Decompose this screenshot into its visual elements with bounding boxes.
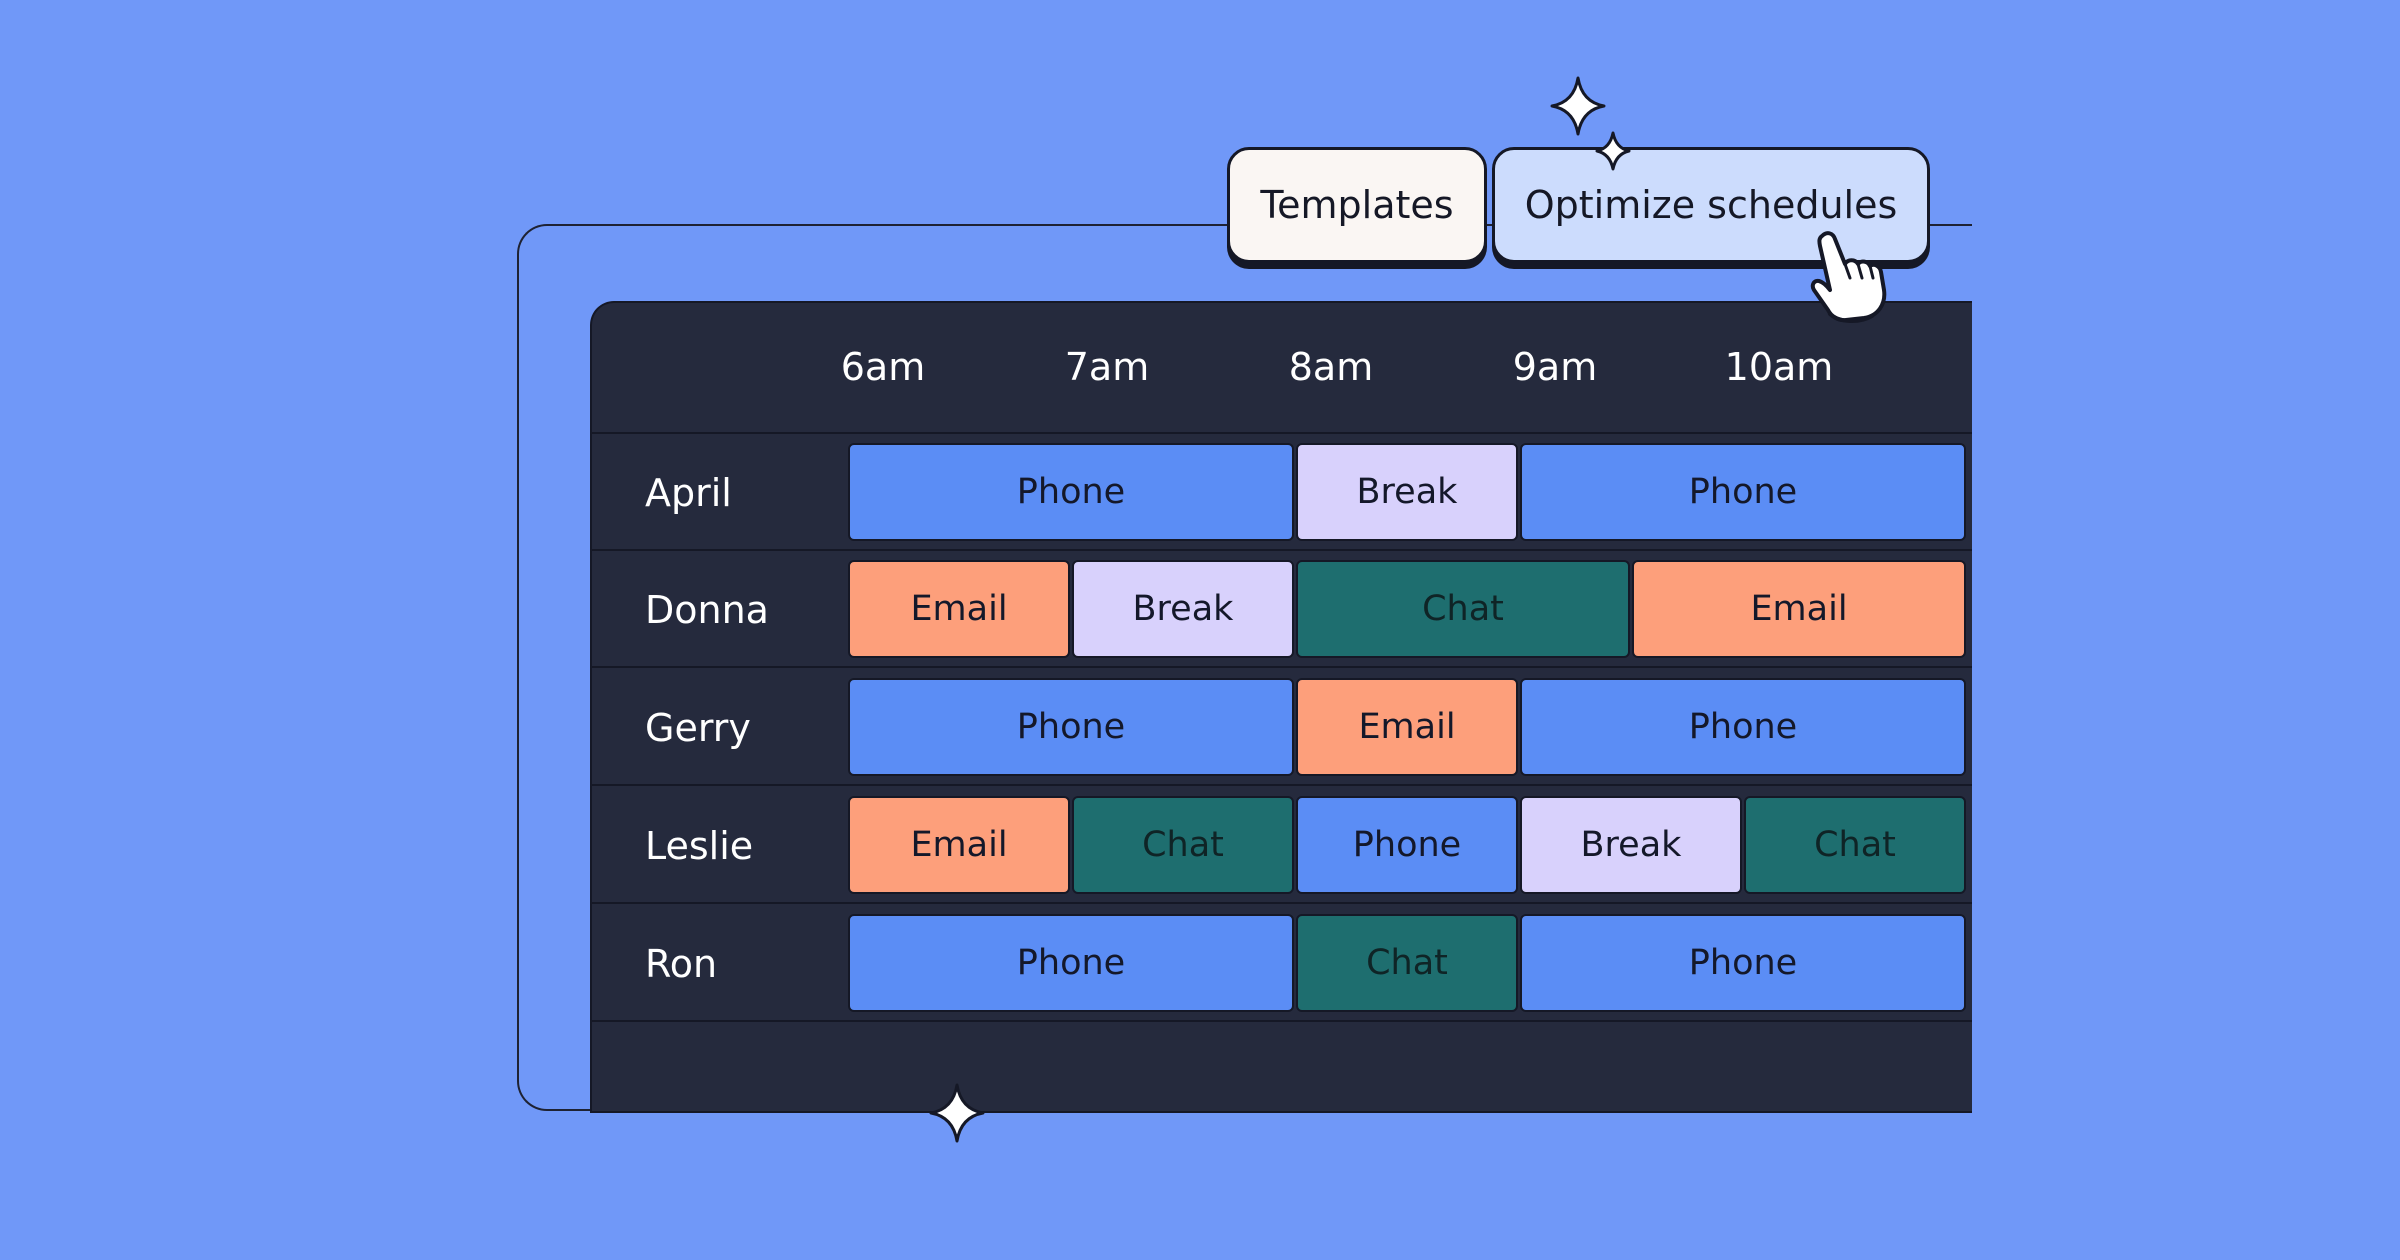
shift-block-label: Chat — [1422, 589, 1504, 629]
optimize-schedules-button[interactable]: Optimize schedules — [1492, 147, 1930, 263]
shift-block-label: Phone — [1352, 825, 1462, 865]
hour-label: 10am — [1724, 345, 1834, 389]
sparkle-icon — [1550, 76, 1606, 136]
shift-block-phone[interactable]: Phone — [1296, 796, 1518, 894]
shift-block-phone[interactable]: Phone — [848, 914, 1294, 1012]
sparkle-icon — [1595, 131, 1631, 171]
shift-block-label: Chat — [1366, 943, 1448, 983]
agent-name: April — [645, 470, 732, 515]
shift-block-email[interactable]: Email — [848, 560, 1070, 658]
shift-block-label: Chat — [1814, 825, 1896, 865]
shift-block-label: Email — [1750, 589, 1848, 629]
shift-block-label: Break — [1132, 589, 1234, 629]
hour-label: 7am — [1064, 345, 1150, 389]
shift-block-phone[interactable]: Phone — [848, 443, 1294, 541]
shift-block-chat[interactable]: Chat — [1072, 796, 1294, 894]
shift-block-phone[interactable]: Phone — [1520, 914, 1966, 1012]
row-divider — [592, 432, 1972, 434]
shift-block-email[interactable]: Email — [848, 796, 1070, 894]
row-divider — [592, 666, 1972, 668]
hour-label: 6am — [840, 345, 926, 389]
shift-block-email[interactable]: Email — [1296, 678, 1518, 776]
row-divider — [592, 1020, 1972, 1022]
shift-block-chat[interactable]: Chat — [1296, 560, 1630, 658]
agent-name: Leslie — [645, 823, 754, 868]
shift-block-phone[interactable]: Phone — [848, 678, 1294, 776]
templates-button[interactable]: Templates — [1227, 147, 1487, 263]
agent-name: Donna — [645, 587, 769, 632]
hour-label: 8am — [1288, 345, 1374, 389]
shift-block-label: Phone — [1688, 943, 1798, 983]
shift-block-chat[interactable]: Chat — [1744, 796, 1966, 894]
templates-button-label: Templates — [1260, 183, 1454, 227]
shift-block-label: Email — [910, 825, 1008, 865]
shift-block-phone[interactable]: Phone — [1520, 678, 1966, 776]
agent-name: Gerry — [645, 705, 751, 750]
row-divider — [592, 549, 1972, 551]
agent-name: Ron — [645, 941, 718, 986]
shift-block-label: Phone — [1688, 472, 1798, 512]
shift-block-break[interactable]: Break — [1520, 796, 1742, 894]
shift-block-label: Break — [1580, 825, 1682, 865]
sparkle-icon — [929, 1083, 985, 1143]
pointer-hand-icon — [1810, 231, 1887, 323]
shift-block-break[interactable]: Break — [1072, 560, 1294, 658]
row-divider — [592, 784, 1972, 786]
shift-block-label: Email — [1358, 707, 1456, 747]
shift-block-label: Phone — [1016, 943, 1126, 983]
optimize-schedules-button-label: Optimize schedules — [1524, 183, 1898, 227]
hour-label: 9am — [1512, 345, 1598, 389]
shift-block-chat[interactable]: Chat — [1296, 914, 1518, 1012]
shift-block-label: Phone — [1688, 707, 1798, 747]
shift-block-label: Phone — [1016, 472, 1126, 512]
shift-block-break[interactable]: Break — [1296, 443, 1518, 541]
shift-block-label: Phone — [1016, 707, 1126, 747]
shift-block-label: Email — [910, 589, 1008, 629]
shift-block-label: Chat — [1142, 825, 1224, 865]
shift-block-phone[interactable]: Phone — [1520, 443, 1966, 541]
row-divider — [592, 902, 1972, 904]
shift-block-label: Break — [1356, 472, 1458, 512]
shift-block-email[interactable]: Email — [1632, 560, 1966, 658]
